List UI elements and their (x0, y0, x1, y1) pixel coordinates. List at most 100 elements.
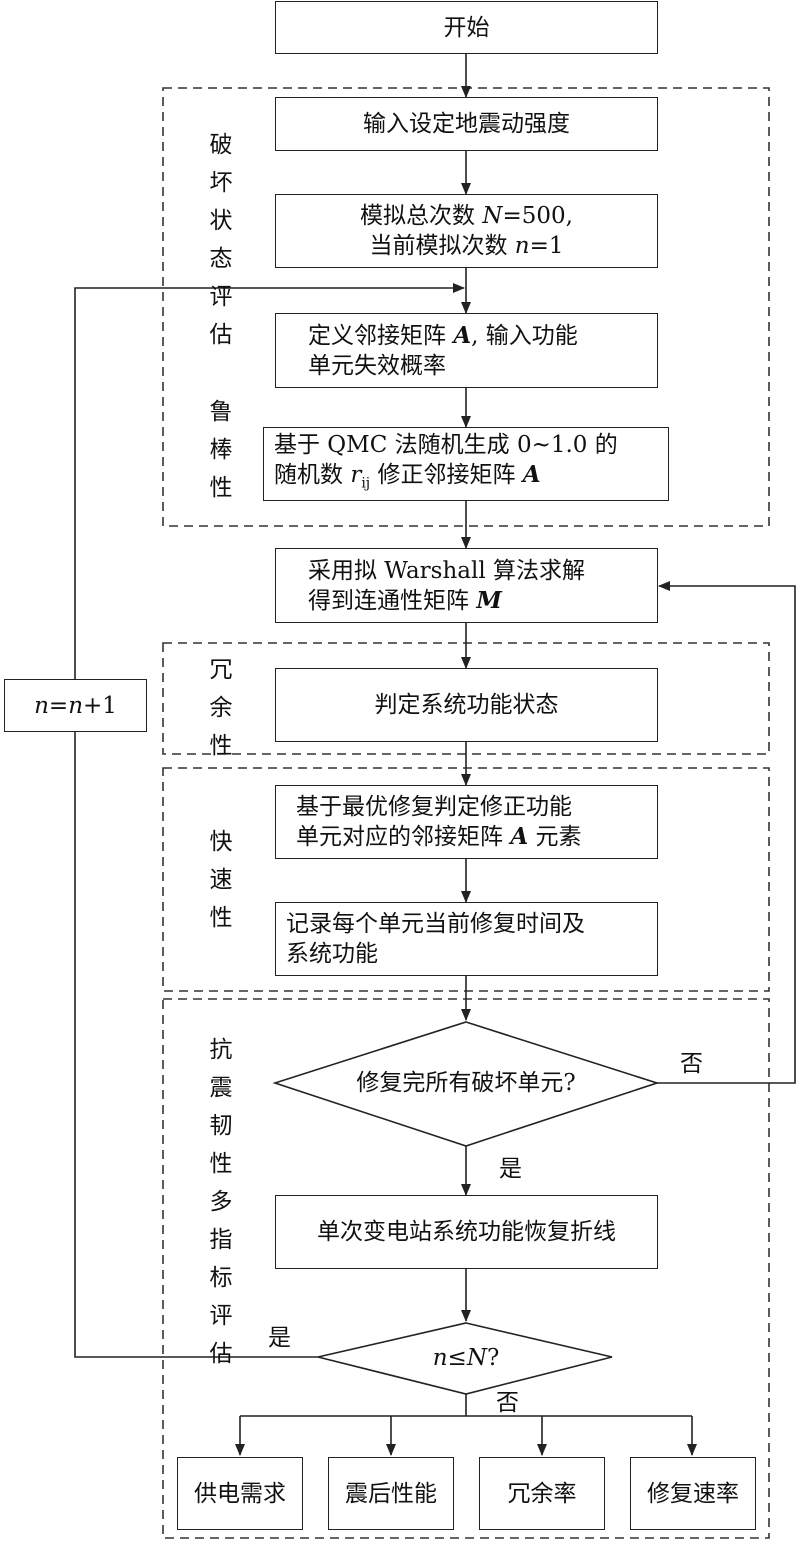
define-matrix-text: 定义邻接矩阵 (308, 322, 454, 349)
group-label-char: 速 (209, 867, 233, 893)
define-matrix-box: 定义邻接矩阵 A, 输入功能 单元失效概率 (275, 313, 658, 388)
symbol-plus-one: +1 (83, 692, 117, 719)
group-label-char: 韧 (209, 1113, 233, 1139)
simulation-total-value: =500, (502, 203, 573, 229)
group-label-char: 性 (209, 905, 233, 931)
simulation-total-line: 模拟总次数 N=500, (360, 201, 573, 231)
symbol-r-subscript: ij (361, 475, 371, 492)
symbol-n: n (432, 1345, 448, 1371)
loop-increment-box: n=n+1 (4, 679, 147, 732)
group-label-redundancy: 冗 余 性 (206, 651, 236, 765)
group-label-damage: 破 坏 状 态 评 估 (206, 126, 236, 354)
warshall-line2: 得到连通性矩阵 M (308, 586, 502, 616)
record-line1: 记录每个单元当前修复时间及 (286, 909, 585, 939)
qmc-random-text: 随机数 (274, 461, 351, 488)
define-matrix-line2: 单元失效概率 (308, 351, 446, 381)
output-power-demand: 供电需求 (177, 1457, 303, 1530)
output-post-earthquake-performance: 震后性能 (328, 1457, 454, 1530)
output-repair-rate: 修复速率 (630, 1457, 756, 1530)
record-text: 记录每个单元当前修复时间及 (286, 911, 585, 937)
group-label-rapidity: 快 速 性 (206, 823, 236, 937)
warshall-line1: 采用拟 Warshall 算法求解 (308, 556, 585, 586)
label-no-repair: 否 (680, 1051, 703, 1077)
simulation-current-text: 当前模拟次数 (369, 233, 515, 259)
judge-state-box: 判定系统功能状态 (275, 668, 658, 742)
group-label-char: 标 (209, 1265, 233, 1291)
define-matrix-prob: 单元失效概率 (308, 352, 446, 379)
symbol-A: A (522, 460, 541, 488)
record-system-text: 系统功能 (286, 941, 378, 967)
symbol-r: r (350, 461, 362, 488)
symbol-A: A (453, 321, 472, 349)
group-label-char: 多 (209, 1189, 233, 1215)
label-no-n: 否 (496, 1390, 519, 1416)
group-label-char: 估 (209, 322, 233, 348)
group-label-char: 指 (209, 1227, 233, 1253)
symbol-question: ? (486, 1345, 500, 1371)
group-label-char: 坏 (209, 170, 233, 196)
judge-state-label: 判定系统功能状态 (374, 692, 559, 718)
symbol-n: n (34, 692, 49, 719)
group-label-char: 震 (209, 1075, 233, 1101)
arrow-yes-loop (74, 283, 465, 1358)
symbol-equals: = (48, 692, 69, 719)
optimal-repair-matrix-text: 单元对应的邻接矩阵 (296, 824, 511, 850)
simulation-current-line: 当前模拟次数 n=1 (369, 231, 563, 261)
input-intensity-box: 输入设定地震动强度 (275, 97, 658, 151)
symbol-A: A (510, 823, 529, 850)
group-label-char: 余 (209, 695, 233, 721)
group-label-char: 评 (209, 1303, 233, 1329)
group-label-char: 性 (209, 733, 233, 759)
group-label-char: 鲁 (209, 399, 233, 425)
start-box: 开始 (275, 1, 658, 54)
symbol-n: n (68, 692, 84, 719)
warshall-result-text: 得到连通性矩阵 (308, 587, 477, 614)
group-label-char: 态 (209, 246, 233, 272)
simulation-current-value: =1 (529, 233, 564, 259)
optimal-repair-box: 基于最优修复判定修正功能 单元对应的邻接矩阵 A 元素 (275, 785, 658, 859)
group-label-char: 评 (209, 284, 233, 310)
symbol-n: n (514, 233, 530, 259)
group-label-char: 性 (209, 475, 233, 501)
decision-repair-label: 修复完所有破坏单元? (316, 1069, 616, 1097)
symbol-M: M (476, 586, 502, 614)
decision-n-label: n≤N? (406, 1344, 526, 1372)
start-label: 开始 (443, 14, 490, 41)
optimal-repair-element-text: 元素 (528, 824, 582, 850)
define-matrix-input: , 输入功能 (471, 322, 578, 349)
output-label: 供电需求 (194, 1480, 286, 1507)
optimal-repair-line1: 基于最优修复判定修正功能 (296, 792, 572, 822)
input-intensity-label: 输入设定地震动强度 (363, 111, 570, 137)
simulation-total-text: 模拟总次数 (360, 203, 483, 229)
recovery-curve-box: 单次变电站系统功能恢复折线 (275, 1195, 658, 1269)
group-label-robust: 鲁 棒 性 (206, 393, 236, 507)
recovery-curve-label: 单次变电站系统功能恢复折线 (317, 1219, 616, 1245)
label-yes-repair: 是 (499, 1156, 522, 1182)
output-label: 修复速率 (647, 1480, 739, 1507)
decision-n-diamond (317, 1322, 613, 1395)
group-label-char: 状 (209, 208, 233, 234)
arrow-no-loop (657, 581, 796, 1084)
group-label-char: 快 (209, 829, 233, 855)
output-label: 冗余率 (507, 1480, 577, 1507)
group-label-char: 棒 (209, 437, 233, 463)
optimal-repair-line2: 单元对应的邻接矩阵 A 元素 (296, 822, 581, 852)
label-yes-n: 是 (268, 1325, 291, 1351)
simulation-count-box: 模拟总次数 N=500, 当前模拟次数 n=1 (275, 194, 658, 268)
qmc-box: 基于 QMC 法随机生成 0~1.0 的 随机数 rij 修正邻接矩阵 A (263, 427, 669, 501)
qmc-line2: 随机数 rij 修正邻接矩阵 A (274, 460, 541, 499)
group-label-char: 破 (209, 132, 233, 158)
warshall-box: 采用拟 Warshall 算法求解 得到连通性矩阵 M (275, 548, 658, 623)
optimal-repair-text: 基于最优修复判定修正功能 (296, 794, 572, 820)
symbol-leq: ≤ (447, 1345, 467, 1371)
output-label: 震后性能 (345, 1480, 437, 1507)
qmc-modify-text: 修正邻接矩阵 (370, 461, 523, 488)
symbol-N: N (482, 203, 503, 229)
decision-repair-text: 修复完所有破坏单元? (356, 1070, 576, 1096)
group-label-char: 抗 (209, 1037, 233, 1063)
define-matrix-line1: 定义邻接矩阵 A, 输入功能 (308, 321, 578, 351)
group-label-char: 估 (209, 1341, 233, 1367)
output-redundancy-rate: 冗余率 (479, 1457, 605, 1530)
qmc-line1: 基于 QMC 法随机生成 0~1.0 的 (274, 430, 618, 460)
